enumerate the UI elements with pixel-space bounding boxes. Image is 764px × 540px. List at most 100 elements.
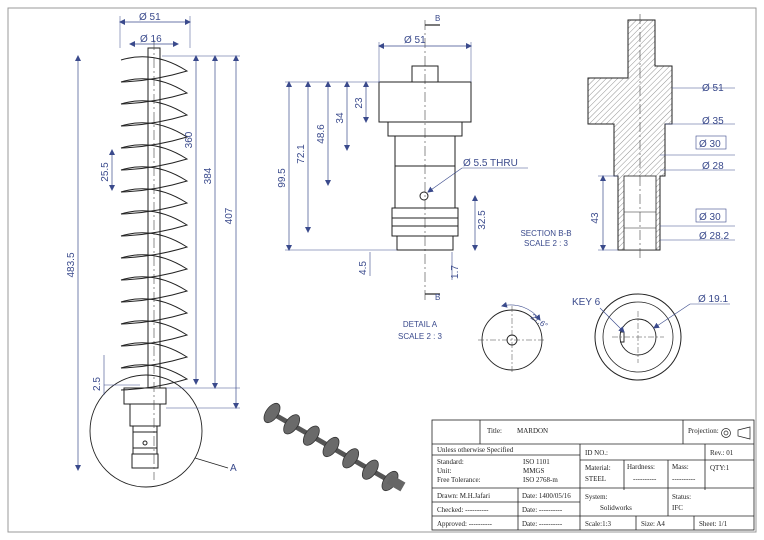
projection-symbol-icon — [721, 426, 751, 440]
flight-turn — [120, 276, 189, 303]
tb-status-label: Status: — [672, 493, 691, 501]
tb-standard-value: ISO 1101 — [523, 458, 550, 466]
detail-dim-34: 34 — [335, 112, 346, 124]
section-length-43: 43 — [590, 212, 601, 224]
small-round-view: 27.6° — [478, 301, 549, 374]
section-caption-scale: SCALE 2 : 3 — [524, 239, 569, 248]
tb-unless: Unless otherwise Specified — [437, 446, 514, 454]
tb-scale: Scale:1:3 — [585, 520, 612, 528]
flight-turn — [120, 320, 189, 347]
dim-length-483-5: 483.5 — [66, 252, 77, 277]
detail-dim-1-7: 1.7 — [450, 265, 461, 279]
tb-drawn-date: Date: 1400/05/16 — [522, 492, 571, 500]
iso-flight — [361, 459, 379, 480]
flight-turn — [120, 364, 189, 391]
tb-title-value: MARDON — [517, 427, 548, 435]
section-dim-4: Ø 28 — [702, 161, 724, 172]
flight-turn — [120, 342, 189, 369]
detail-dim-72-1: 72.1 — [296, 144, 307, 164]
flight-turn — [120, 298, 189, 325]
tb-size: Size: A4 — [641, 520, 665, 528]
sheet-border — [7, 7, 757, 533]
key-label: KEY 6 — [572, 297, 601, 308]
dim-length-384: 384 — [203, 167, 214, 184]
dim-diameter-51: Ø 51 — [139, 12, 161, 23]
section-marker-bottom: B — [435, 293, 440, 302]
section-dim-6: Ø 28.2 — [699, 231, 729, 242]
section-dim-3: Ø 30 — [699, 139, 721, 150]
detail-dim-d51: Ø 51 — [404, 35, 426, 46]
flight-turn — [120, 144, 189, 171]
tb-system-label: System: — [585, 493, 608, 501]
detail-hole-callout: Ø 5.5 THRU — [463, 158, 518, 169]
detail-view: B B Ø 51 23 34 48.6 72.1 99.5 Ø 5.5 THRU — [277, 14, 528, 341]
flight-turn — [120, 100, 189, 127]
isometric-auger-image — [263, 402, 406, 492]
tb-mass-label: Mass: — [672, 463, 689, 471]
flight-turn — [120, 188, 189, 215]
detail-dim-99-5: 99.5 — [277, 168, 288, 188]
tb-mass-value: ---------- — [672, 475, 696, 483]
tb-sheet: Sheet: 1/1 — [699, 520, 728, 528]
iso-flight — [342, 448, 360, 469]
iso-flight — [263, 402, 281, 424]
flight-turn — [120, 78, 189, 105]
end-view: KEY 6 Ø 19.1 — [572, 293, 730, 381]
detail-dim-48-6: 48.6 — [316, 124, 327, 144]
tb-standard-label: Standard: — [437, 458, 464, 466]
section-dim-5: Ø 30 — [699, 212, 721, 223]
tb-status-value: IFC — [672, 504, 683, 512]
tb-system-value: Solidworks — [600, 504, 632, 512]
flight-turn — [120, 122, 189, 149]
tb-unit-value: MMGS — [523, 467, 545, 475]
section-dim-1: Ø 51 — [702, 83, 724, 94]
detail-dim-32-5: 32.5 — [477, 210, 488, 230]
tb-drawn: Drawn: M.H.Jafari — [437, 492, 490, 500]
tb-material-label: Material: — [585, 464, 611, 472]
detail-circle — [89, 374, 203, 488]
main-view: A Ø 51 Ø 16 483.5 25.5 2.5 360 384 407 — [66, 12, 240, 488]
title-block-text: Title: MARDON Projection: Unless otherwi… — [437, 426, 751, 528]
title-block — [431, 419, 755, 531]
section-marker-top: B — [435, 14, 440, 23]
flight-turn — [120, 166, 189, 193]
detail-dim-23: 23 — [354, 97, 365, 109]
iso-flight — [302, 425, 320, 446]
tb-hardness-value: ---------- — [633, 475, 657, 483]
flight-turn — [120, 254, 189, 281]
flight-turn — [120, 210, 189, 237]
iso-flight — [322, 436, 340, 458]
auger-flights — [120, 56, 189, 391]
tb-id-label: ID NO.: — [585, 449, 608, 457]
tb-projection-label: Projection: — [688, 427, 719, 435]
flight-turn — [120, 56, 189, 83]
tb-tolerance-label: Free Tolerance: — [437, 476, 481, 484]
tb-approved: Approved: ---------- — [437, 520, 493, 528]
tb-qty: QTY:1 — [710, 464, 730, 472]
dim-diameter-16: Ø 16 — [140, 34, 162, 45]
tb-checked-date: Date: ---------- — [522, 506, 563, 514]
iso-flight — [283, 414, 301, 435]
section-dim-2: Ø 35 — [702, 116, 724, 127]
tb-rev: Rev.: 01 — [710, 449, 734, 457]
tb-checked: Checked: ---------- — [437, 506, 489, 514]
dim-length-407: 407 — [224, 207, 235, 224]
flight-turn — [120, 232, 189, 259]
section-view: Ø 51 Ø 35 Ø 30 Ø 28 Ø 30 Ø 28.2 43 SECTI… — [520, 14, 735, 258]
tb-hardness-label: Hardness: — [627, 463, 655, 471]
detail-a-label: A — [230, 463, 237, 474]
section-caption-title: SECTION B-B — [520, 229, 571, 238]
tb-material-value: STEEL — [585, 475, 606, 483]
dim-length-360: 360 — [184, 131, 195, 148]
detail-dim-4-5: 4.5 — [358, 261, 369, 275]
tb-unit-label: Unit: — [437, 467, 451, 475]
dim-2-5: 2.5 — [92, 377, 103, 391]
dim-pitch-25-5: 25.5 — [100, 162, 111, 182]
tb-tolerance-value: ISO 2768-m — [523, 476, 558, 484]
detail-caption-scale: SCALE 2 : 3 — [398, 332, 443, 341]
detail-caption-title: DETAIL A — [403, 320, 438, 329]
tb-title-label: Title: — [487, 427, 502, 435]
end-view-diameter: Ø 19.1 — [698, 294, 728, 305]
tb-approved-date: Date: ---------- — [522, 520, 563, 528]
